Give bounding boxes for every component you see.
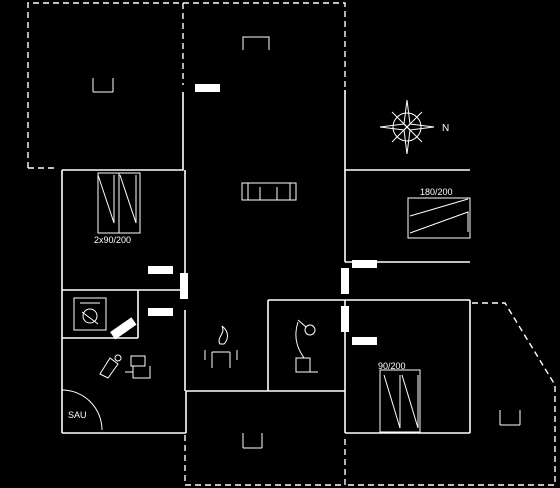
bed-bottom-label: 90/200 [378, 361, 406, 371]
terrace-table-icon [242, 36, 270, 50]
bed-right-double: 180/200 [407, 187, 471, 239]
terrace-chair-icon [92, 78, 114, 93]
sauna-label: SAU [68, 410, 87, 420]
doors [110, 84, 377, 345]
washing-machine-icon [73, 297, 107, 331]
terrace-right-seat-icon [499, 410, 521, 426]
interior-walls [62, 170, 345, 392]
bed-bottom: 90/200 [378, 361, 421, 433]
fireplace-icon [204, 325, 238, 368]
bed-right-label: 180/200 [420, 187, 453, 197]
terrace-bottom-center [184, 433, 346, 486]
bed-left-twin: 2x90/200 [94, 172, 141, 245]
shower-icon [295, 319, 318, 373]
compass-north-label: N [442, 123, 449, 134]
terrace-top-center [183, 2, 346, 90]
compass-icon: N [379, 99, 449, 155]
terrace-right [345, 302, 556, 486]
terrace-top-left [27, 2, 184, 169]
terrace-bench-icon [242, 433, 263, 449]
sauna-room: SAU [61, 389, 103, 431]
bed-left-label: 2x90/200 [94, 235, 131, 245]
sink-icon [99, 354, 122, 379]
toilet-icon [125, 355, 151, 379]
sofa-icon [241, 182, 297, 201]
